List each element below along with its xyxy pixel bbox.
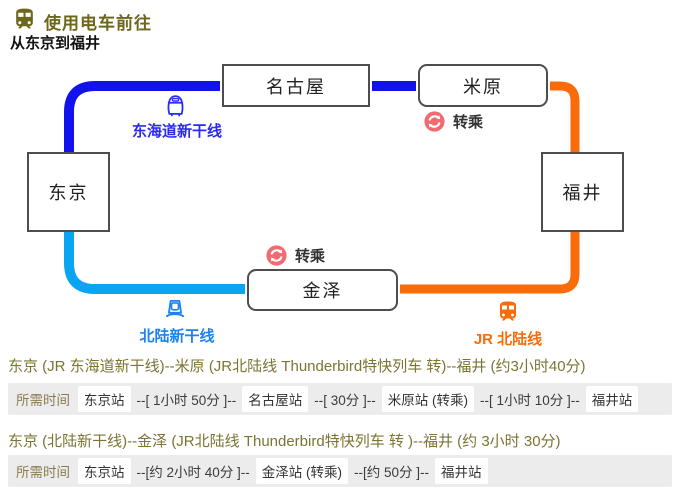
station-fukui: 福井 — [541, 152, 624, 232]
jr-hokuriku-line-north — [550, 81, 580, 154]
leg-duration: --[ 30分 ]-- — [314, 393, 376, 408]
station-label: 东京 — [48, 183, 89, 203]
transfer-badge-maibara: 转乘 — [424, 111, 483, 132]
transfer-icon — [266, 245, 287, 266]
station-kanazawa: 金泽 — [247, 269, 398, 311]
page-subtitle: 从东京到福井 — [10, 35, 101, 52]
tokaido-shinkansen-label: 东海道新干线 — [131, 123, 222, 140]
stop-chip: 东京站 — [78, 386, 131, 412]
stop-chip: 金泽站 (转乘) — [255, 458, 349, 484]
route-1-time-bar: 所需时间 东京站 --[ 1小时 50分 ]-- 名古屋站 --[ 30分 ]-… — [8, 383, 672, 415]
shinkansen-rear-icon — [166, 299, 184, 318]
leg-duration: --[ 1小时 10分 ]-- — [480, 393, 580, 408]
transfer-badge-kanazawa: 转乘 — [266, 245, 325, 266]
leg-duration: --[约 50分 ]-- — [354, 465, 430, 480]
jr-hokuriku-line-south — [400, 230, 580, 294]
transfer-label: 转乘 — [453, 114, 484, 131]
jr-hokuriku-line-label: JR 北陆线 — [473, 331, 543, 348]
stop-chip: 东京站 — [78, 458, 131, 484]
leg-duration: --[ 1小时 50分 ]-- — [136, 393, 237, 408]
route-1-title: 东京 (JR 东海道新干线)--米原 (JR北陆线 Thunderbird特快列… — [8, 358, 586, 375]
shinkansen-front-icon — [167, 95, 184, 117]
transfer-icon — [424, 111, 445, 132]
duration-label: 所需时间 — [16, 465, 70, 480]
stop-chip: 福井站 — [435, 458, 488, 484]
leg-duration: --[约 2小时 40分 ]-- — [136, 465, 250, 480]
station-label: 金泽 — [302, 281, 343, 301]
route-2-title: 东京 (北陆新干线)--金泽 (JR北陆线 Thunderbird特快列车 转 … — [8, 433, 561, 450]
duration-label: 所需时间 — [16, 393, 70, 408]
hokuriku-shinkansen-label: 北陆新干线 — [139, 328, 215, 345]
stop-chip: 米原站 (转乘) — [381, 386, 475, 412]
station-label: 福井 — [562, 183, 603, 203]
stop-chip: 福井站 — [585, 386, 639, 412]
station-label: 名古屋 — [266, 76, 326, 97]
route-2-time-bar: 所需时间 东京站 --[约 2小时 40分 ]-- 金泽站 (转乘) --[约 … — [8, 455, 672, 487]
station-maibara: 米原 — [418, 64, 548, 107]
transfer-label: 转乘 — [295, 248, 326, 265]
jr-train-icon — [500, 301, 516, 321]
hokuriku-shinkansen-line — [64, 230, 245, 294]
station-tokyo: 东京 — [27, 152, 110, 232]
station-label: 米原 — [463, 76, 503, 97]
tokaido-shinkansen-line — [64, 81, 220, 154]
train-icon — [16, 8, 33, 29]
stop-chip: 名古屋站 — [242, 386, 309, 412]
station-nagoya: 名古屋 — [222, 64, 370, 107]
page-title: 使用电车前往 — [44, 14, 152, 33]
